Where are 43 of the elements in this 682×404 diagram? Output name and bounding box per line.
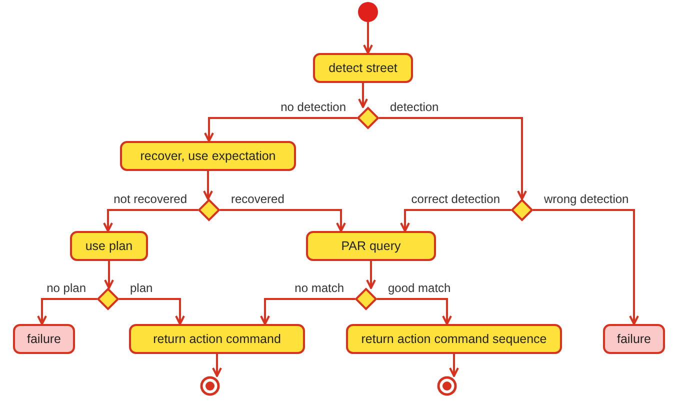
action-box: recover, use expectation xyxy=(120,141,296,171)
action-box: detect street xyxy=(313,53,413,83)
edge-label: good match xyxy=(387,282,452,295)
arrow xyxy=(220,209,346,232)
final-box: failure xyxy=(603,324,665,354)
arrow xyxy=(366,261,376,289)
final-box: failure xyxy=(13,324,75,354)
start-node xyxy=(358,2,378,22)
arrow xyxy=(37,298,97,325)
arrow xyxy=(533,209,639,325)
edge-label: detection xyxy=(389,101,440,114)
arrow xyxy=(203,171,213,200)
arrow xyxy=(358,83,368,108)
edge-label: wrong detection xyxy=(543,193,630,206)
arrow xyxy=(260,298,355,325)
arrow xyxy=(449,354,459,377)
action-box: return action command xyxy=(129,324,305,354)
edge-label: not recovered xyxy=(112,193,188,206)
arrow xyxy=(103,209,198,232)
decision-diamond xyxy=(355,288,377,310)
edge-label: correct detection xyxy=(410,193,501,206)
arrow xyxy=(204,117,357,142)
arrow xyxy=(400,209,511,232)
arrow xyxy=(377,298,452,325)
arrow xyxy=(104,261,114,289)
action-box: PAR query xyxy=(306,231,436,261)
edge-label: no plan xyxy=(46,282,87,295)
action-box: use plan xyxy=(70,231,148,261)
end-node xyxy=(200,376,220,396)
arrow xyxy=(119,298,185,325)
edge-label: plan xyxy=(129,282,154,295)
arrow xyxy=(363,22,373,54)
decision-diamond xyxy=(511,199,533,221)
edge-label: no detection xyxy=(280,101,347,114)
end-node xyxy=(437,376,457,396)
decision-diamond xyxy=(198,199,220,221)
edge-label: no match xyxy=(294,282,345,295)
action-box: return action command sequence xyxy=(346,324,562,354)
decision-diamond xyxy=(357,107,379,129)
arrow xyxy=(379,117,527,200)
decision-diamond xyxy=(97,288,119,310)
arrow xyxy=(212,354,222,377)
edge-label: recovered xyxy=(230,193,286,206)
